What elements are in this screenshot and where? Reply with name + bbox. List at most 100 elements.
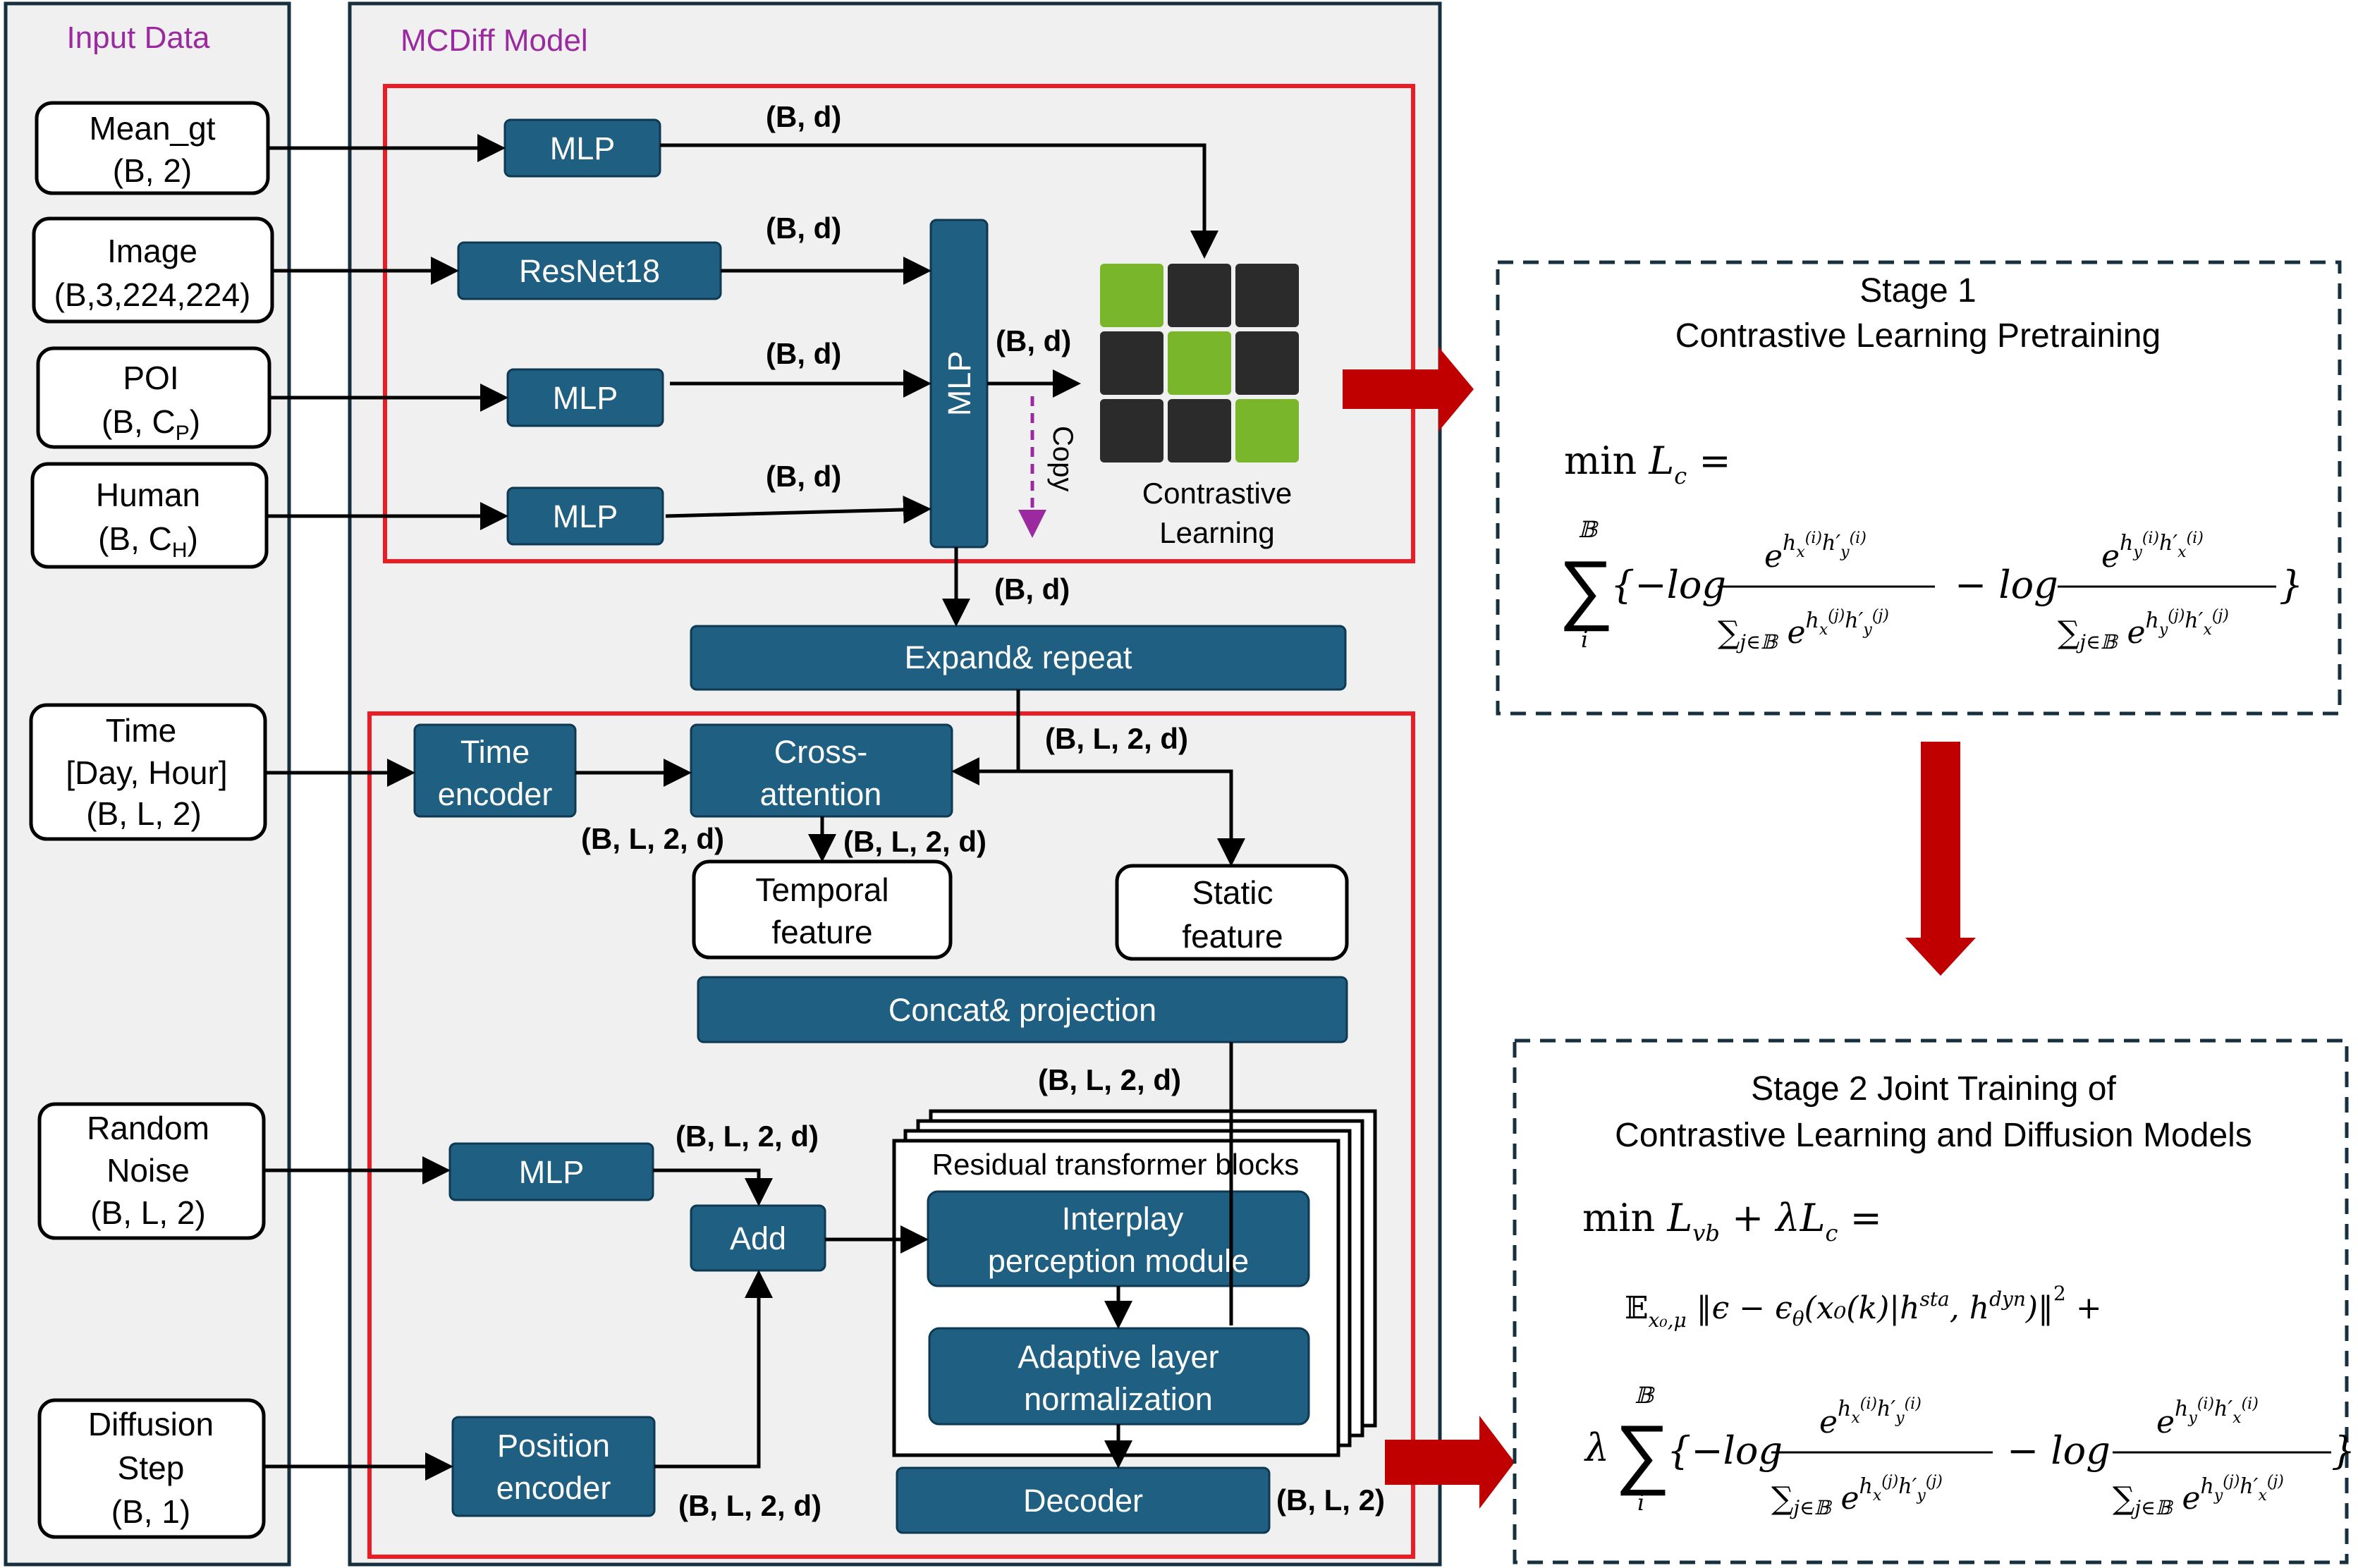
input-poi: POI (B, CP) [36,346,271,449]
resnet18-block: ResNet18 [457,241,722,300]
mlp-block-poi: MLP [506,368,664,427]
dimension-labels: (B, d) (B, d) (B, d) (B, d) (B, d) (B, d… [581,100,1385,1522]
grid-cell-green [1100,264,1163,327]
svg-text:Human: Human [96,477,200,513]
svg-text:encoder: encoder [438,776,553,812]
position-encoder-block: Position encoder [451,1416,656,1517]
svg-text:(B, d): (B, d) [766,212,841,245]
red-arrow-down [1905,742,1976,976]
svg-text:}: } [2331,1428,2355,1473]
svg-text:attention: attention [760,776,882,812]
svg-text:𝔹: 𝔹 [1635,1382,1655,1409]
copy-label: Copy [1047,426,1078,491]
svg-text:Time: Time [106,712,177,749]
svg-text:i: i [1637,1489,1644,1516]
svg-text:perception module: perception module [988,1243,1249,1279]
svg-text:𝔼x₀,μ ‖ϵ − ϵθ(x₀(k)|hsta, hdy: 𝔼x₀,μ ‖ϵ − ϵθ(x₀(k)|hsta, hdyn)‖2 + [1625,1282,2102,1332]
grid-cell-green [1168,331,1231,395]
svg-text:(B, L, 2, d): (B, L, 2, d) [581,822,724,855]
expand-repeat-block: Expand& repeat [690,625,1347,691]
svg-text:(B, L, 2, d): (B, L, 2, d) [843,825,986,858]
contrastive-learning-grid [1100,264,1299,463]
svg-text:Position: Position [497,1428,610,1464]
input-image: Image (B,3,224,224) [32,216,274,324]
svg-text:Static: Static [1192,874,1273,911]
svg-text:}: } [2279,563,2303,607]
svg-text:Decoder: Decoder [1023,1483,1143,1519]
svg-text:(B, d): (B, d) [994,572,1070,606]
contrastive-learning-label: Contrastive Learning [1142,477,1292,549]
grid-cell-dark [1235,264,1299,327]
svg-text:{−log: {−log [1611,563,1726,607]
pretrain-red-box [383,84,1415,563]
svg-text:(B,3,224,224): (B,3,224,224) [54,276,251,313]
input-diffusion-step: Diffusion Step (B, 1) [37,1398,266,1539]
mlp-block-noise: MLP [448,1142,654,1201]
svg-text:encoder: encoder [496,1470,611,1506]
svg-text:Concat& projection: Concat& projection [888,992,1156,1028]
red-arrow-stage2 [1385,1416,1515,1509]
svg-text:(B, 2): (B, 2) [113,152,192,189]
svg-text:(B, L, 2): (B, L, 2) [86,795,202,832]
red-arrow-stage1 [1343,347,1474,431]
grid-cell-dark [1168,399,1231,463]
static-feature-box: Static feature [1115,864,1349,961]
input-mean-gt: Mean_gt (B, 2) [35,101,270,195]
grid-cell-dark [1100,331,1163,395]
svg-text:Cross-: Cross- [774,734,868,770]
svg-text:Learning: Learning [1159,516,1274,549]
svg-text:∑: ∑ [1558,545,1613,632]
svg-text:(B, L, 2, d): (B, L, 2, d) [1038,1063,1181,1096]
svg-text:− log: − log [1955,563,2058,607]
mcdiff-model-title: MCDiff Model [401,23,588,58]
svg-text:feature: feature [1182,918,1283,955]
svg-text:Random: Random [87,1110,209,1146]
svg-text:(B, L, 2, d): (B, L, 2, d) [676,1120,819,1153]
interplay-perception-block: Interplay perception module [927,1190,1310,1287]
stage1-title: Stage 1 [1859,272,1976,310]
svg-text:∑j∈𝔹 ehy(j)h′x(j): ∑j∈𝔹 ehy(j)h′x(j) [2058,607,2229,654]
svg-text:∑: ∑ [1615,1409,1670,1496]
svg-text:(B, 1): (B, 1) [111,1493,190,1530]
svg-text:(B, d): (B, d) [766,460,841,493]
mlp-block-mean: MLP [503,118,661,178]
concat-projection-block: Concat& projection [697,976,1348,1043]
svg-text:𝔹: 𝔹 [1578,516,1599,543]
svg-text:(B, L, 2, d): (B, L, 2, d) [678,1489,821,1522]
svg-text:Interplay: Interplay [1062,1201,1184,1237]
svg-text:MLP: MLP [553,380,618,416]
svg-text:(B, L, 2): (B, L, 2) [90,1194,206,1231]
svg-text:Contrastive: Contrastive [1142,477,1292,510]
svg-text:Temporal: Temporal [755,871,888,908]
stage2-box [1513,1039,2349,1564]
svg-text:(B, CP): (B, CP) [102,403,200,445]
svg-text:MLP: MLP [941,351,977,417]
svg-text:λ: λ [1584,1426,1609,1470]
stage2-subtitle: Contrastive Learning and Diffusion Model… [1615,1117,2252,1154]
svg-text:(B, d): (B, d) [766,337,841,370]
svg-text:min Lc =: min Lc = [1564,439,1731,489]
svg-text:Adaptive layer: Adaptive layer [1018,1339,1218,1375]
svg-text:(B, d): (B, d) [996,324,1071,357]
stage1-subtitle: Contrastive Learning Pretraining [1675,317,2161,355]
svg-text:Noise: Noise [106,1152,190,1189]
svg-text:{−log: {−log [1667,1428,1783,1473]
diffusion-red-box [367,711,1415,1559]
time-encoder-block: Time encoder [413,723,577,818]
input-random-noise: Random Noise (B, L, 2) [37,1102,266,1240]
svg-text:MLP: MLP [550,130,616,166]
stage1-box [1496,260,2342,716]
svg-text:Diffusion: Diffusion [88,1406,214,1443]
svg-text:∑j∈𝔹 ehx(j)h′y(j): ∑j∈𝔹 ehx(j)h′y(j) [1771,1473,1943,1519]
svg-text:MLP: MLP [553,498,618,534]
svg-text:POI: POI [123,360,178,396]
decoder-block: Decoder [896,1466,1271,1534]
svg-text:Expand& repeat: Expand& repeat [905,639,1132,675]
svg-text:min Lvb + λLc =: min Lvb + λLc = [1582,1196,1882,1247]
svg-text:Time: Time [460,734,530,770]
svg-text:− log: − log [2007,1428,2110,1473]
svg-text:(B, d): (B, d) [766,100,841,133]
svg-text:i: i [1581,626,1588,653]
input-data-title: Input Data [66,20,210,55]
